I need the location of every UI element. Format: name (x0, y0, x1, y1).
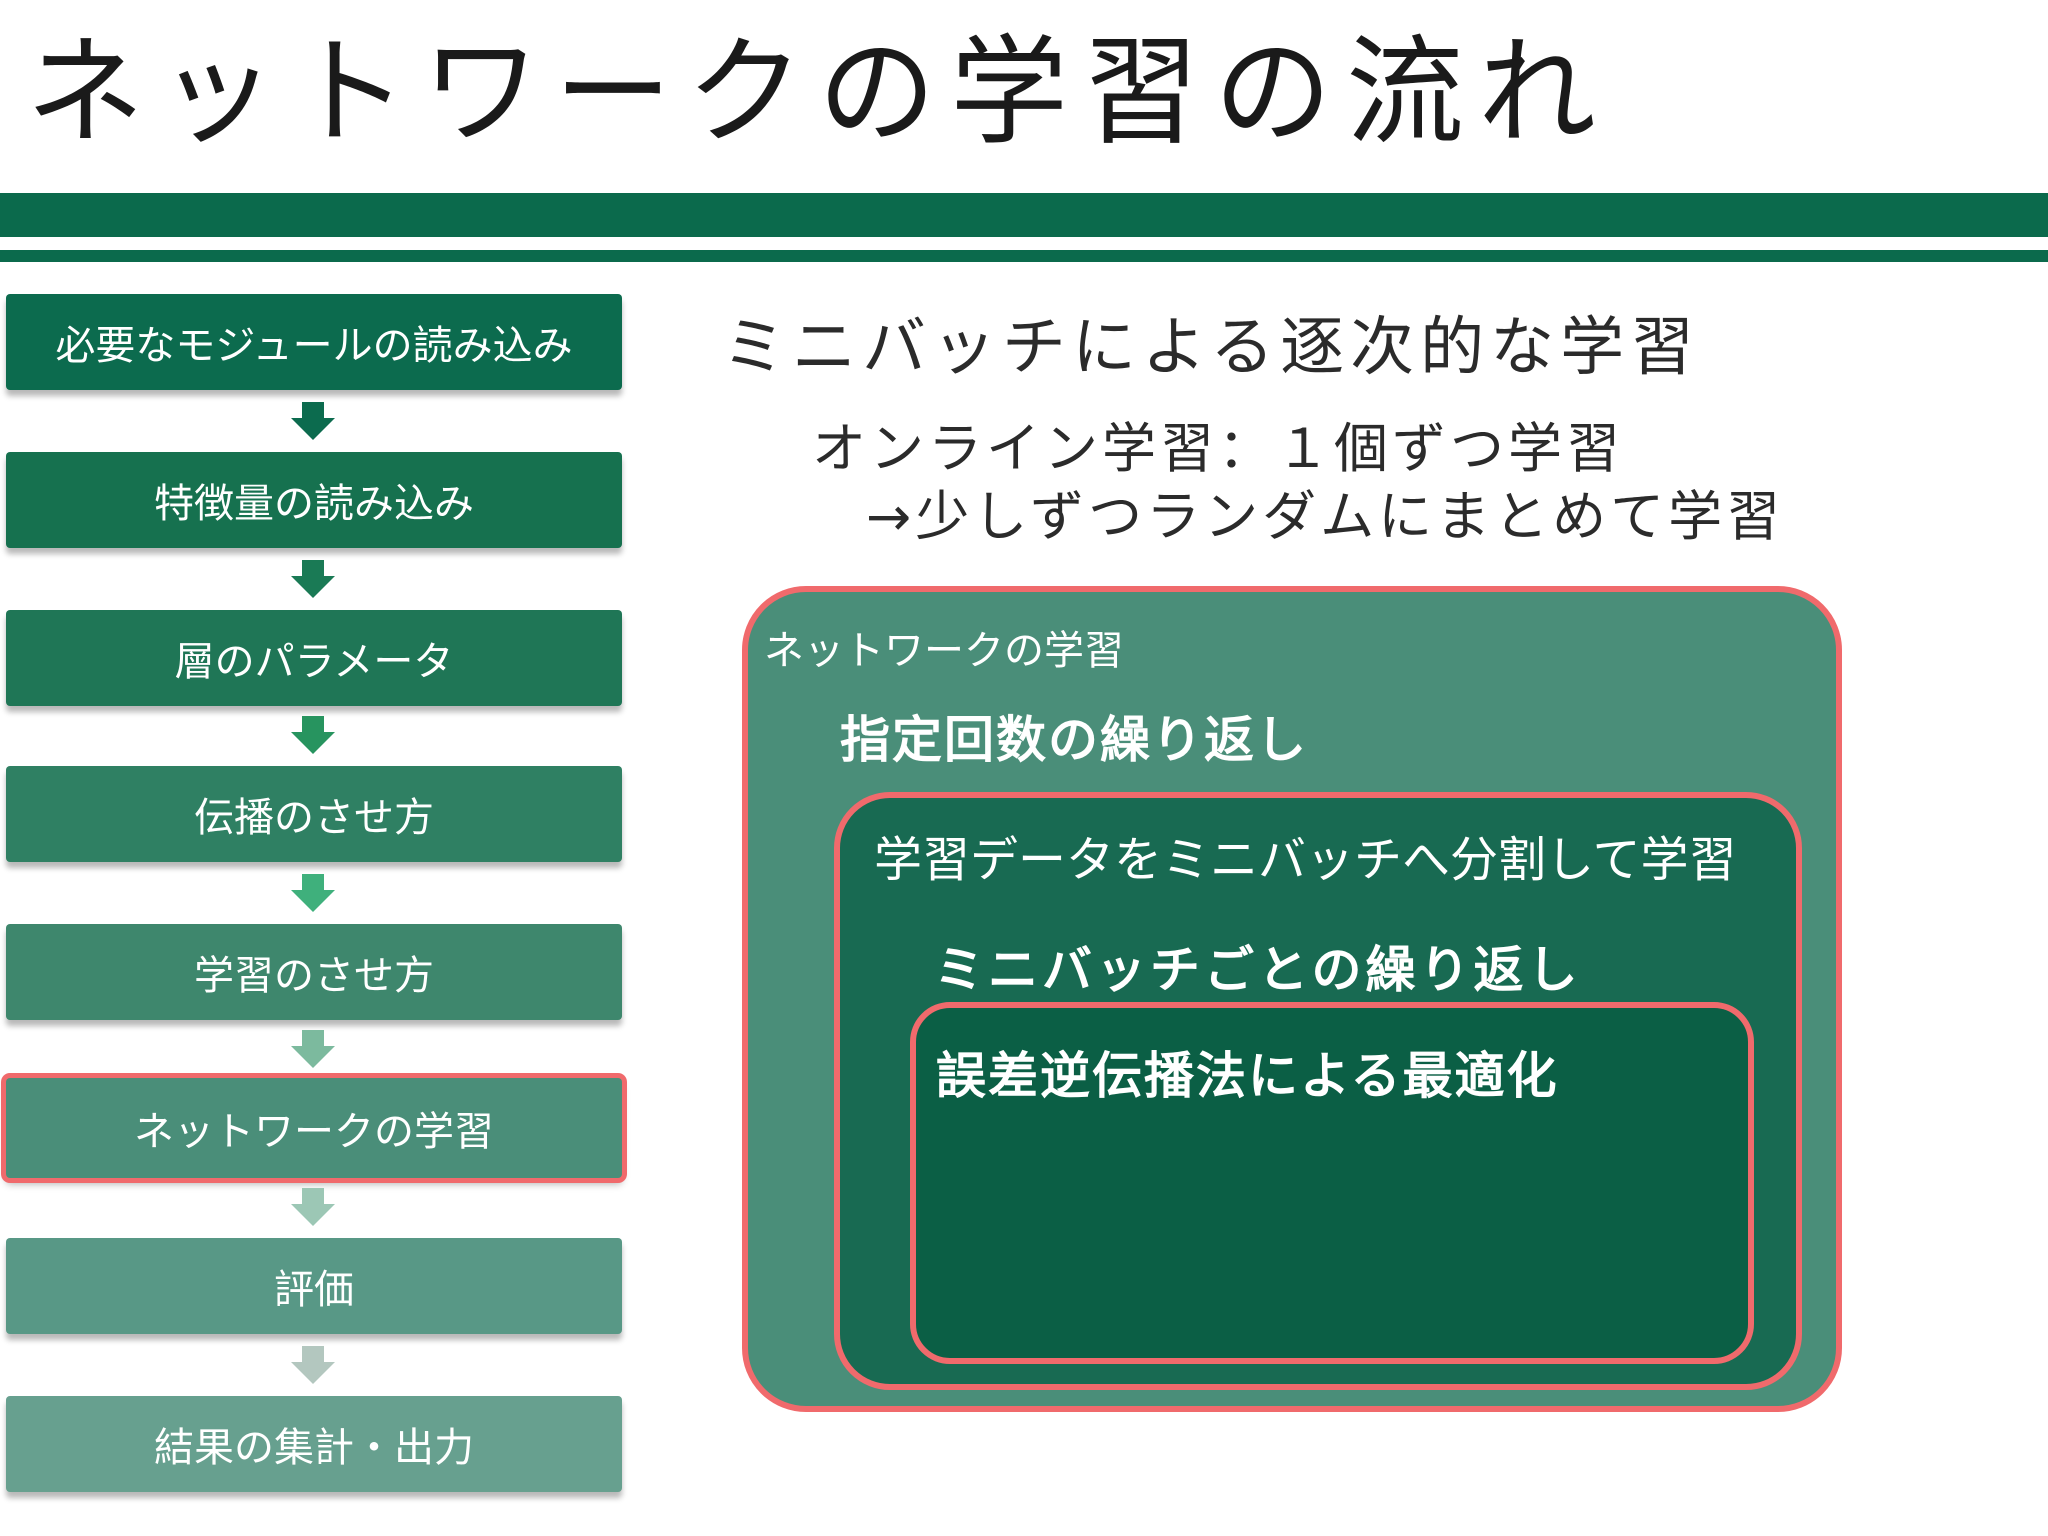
flow-step-label: 結果の集計・出力 (154, 1425, 474, 1471)
optimization-box (910, 1002, 1754, 1364)
flow-arrow-down-icon (291, 402, 335, 442)
flow-step-label: 特徴量の読み込み (154, 481, 474, 527)
flow-step-load-features: 特徴量の読み込み (6, 452, 622, 548)
flow-step-load-modules: 必要なモジュールの読み込み (6, 294, 622, 390)
flow-step-network-training: ネットワークの学習 (6, 1078, 622, 1178)
slide-title: ネットワークの学習の流れ (26, 23, 1611, 161)
section-heading: ミニバッチによる逐次的な学習 (722, 311, 1701, 385)
flow-step-learning-method: 学習のさせ方 (6, 924, 622, 1020)
title-rule-thin (0, 250, 2048, 262)
minibatch-loop-sublabel: ミニバッチごとの繰り返し (934, 941, 1582, 999)
flow-arrow-down-icon (291, 1030, 335, 1070)
flow-step-label: 伝播のさせ方 (194, 795, 434, 841)
flow-step-propagation: 伝播のさせ方 (6, 766, 622, 862)
flow-step-layer-params: 層のパラメータ (6, 610, 622, 706)
flow-arrow-down-icon (291, 1346, 335, 1386)
flow-arrow-down-icon (291, 560, 335, 600)
flow-step-label: 必要なモジュールの読み込み (55, 323, 573, 369)
flow-arrow-down-icon (291, 874, 335, 914)
description-line-online: オンライン学習：１個ずつ学習 (812, 417, 1624, 480)
flow-arrow-down-icon (291, 716, 335, 756)
minibatch-loop-label: 学習データをミニバッチへ分割して学習 (874, 832, 1737, 888)
outer-loop-label: ネットワークの学習 (764, 628, 1124, 674)
flow-step-label: ネットワークの学習 (134, 1109, 494, 1155)
outer-loop-sublabel: 指定回数の繰り返し (840, 711, 1308, 769)
flow-step-aggregate-output: 結果の集計・出力 (6, 1396, 622, 1492)
flow-step-evaluation: 評価 (6, 1238, 622, 1334)
flow-step-label: 層のパラメータ (174, 639, 454, 685)
flow-arrow-down-icon (291, 1188, 335, 1228)
flow-step-label: 評価 (274, 1267, 354, 1313)
description-line-minibatch: →少しずつランダムにまとめて学習 (866, 485, 1785, 548)
flow-step-label: 学習のさせ方 (194, 953, 434, 999)
title-rule-thick (0, 193, 2048, 237)
optimization-label: 誤差逆伝播法による最適化 (936, 1047, 1559, 1105)
